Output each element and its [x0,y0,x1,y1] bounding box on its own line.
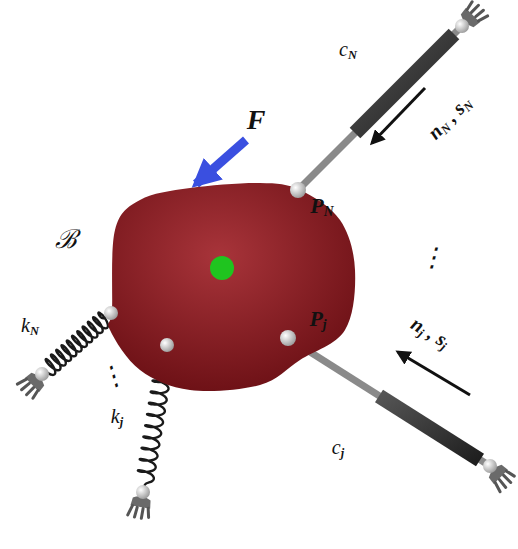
spring-label: kN [21,315,39,338]
ground-symbol [128,495,152,520]
joint-ball [483,459,497,473]
force-label: F [247,106,266,134]
ellipsis: ⋮ [419,245,445,271]
ellipsis: ⋮ [94,360,130,396]
damper [298,26,462,190]
center-of-mass [210,256,234,280]
damper [288,338,490,466]
ground-symbol [17,370,47,400]
ground-symbol [486,462,516,492]
spring-label: kj [111,406,123,429]
direction-arrow [398,352,470,395]
damper-label: cN [339,39,357,62]
point-label: PN [310,195,333,219]
body-label: ℬ [55,220,77,256]
spring-coil [42,313,111,375]
damper-label: cj [332,437,344,460]
joint-ball [136,485,150,499]
joint-ball [35,367,49,381]
point-label: Pj [309,308,326,332]
direction-label: nN , sN [424,92,477,145]
direction-label: nj , sj [407,313,454,353]
force-arrow [196,140,246,184]
body-outline [108,183,355,391]
ground-symbol [458,0,488,30]
direction-arrow [372,88,425,143]
joint-ball [455,19,469,33]
